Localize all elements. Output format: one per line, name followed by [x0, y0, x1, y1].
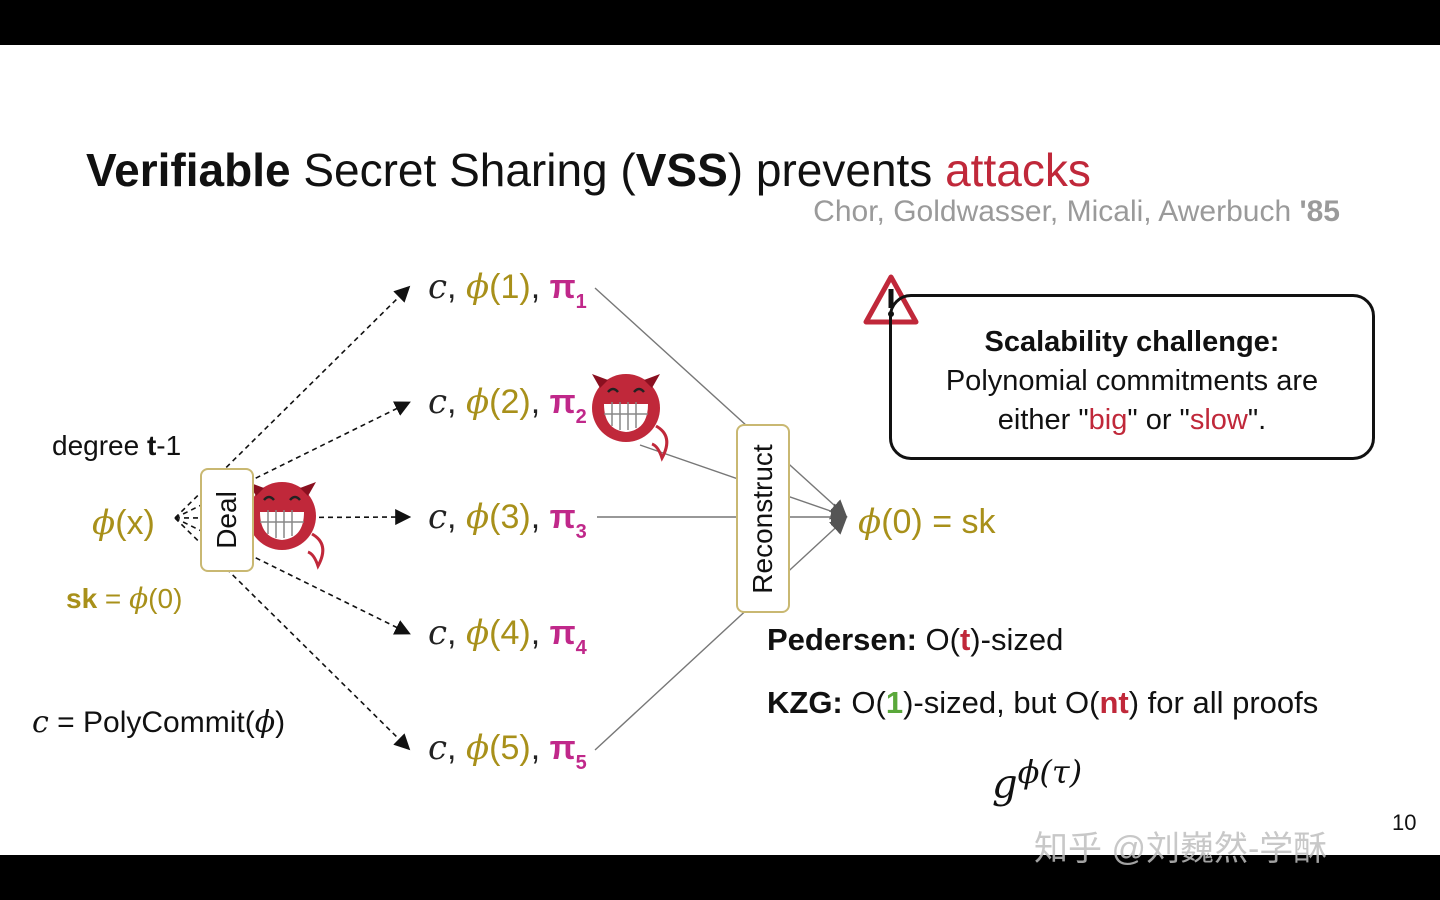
share-2: c, ϕ(2), π2 [428, 382, 587, 428]
slide: Verifiable Secret Sharing (VSS) prevents… [0, 45, 1440, 868]
deal-label: Deal [211, 491, 242, 549]
result-label: ϕ(0) = sk [858, 502, 996, 542]
share-proof: π5 [549, 729, 587, 774]
reconstruct-box: Reconstruct [736, 424, 790, 613]
callout-line1: Polynomial commitments are [945, 365, 1319, 397]
polynomial-label: ϕ(x) [92, 503, 155, 543]
share-proof: π3 [549, 498, 587, 543]
kzg-formula: gϕ(τ) [992, 753, 1083, 808]
page-number: 10 [1392, 810, 1417, 835]
watermark: 知乎 @刘巍然-学酥 [1034, 830, 1328, 868]
scalability-callout: Scalability challenge: Polynomial commit… [889, 294, 1375, 460]
callout-line2: either "big" or "slow". [997, 404, 1267, 436]
commitment-definition: c = PolyCommit(ϕ) [32, 705, 286, 740]
share-commitment: c [428, 613, 448, 653]
share-proof: π4 [549, 614, 587, 659]
degree-label: degree t-1 [52, 430, 182, 461]
devil-icon [248, 482, 325, 570]
share-commitment: c [428, 497, 448, 537]
reconstruct-label: Reconstruct [747, 443, 778, 594]
share-commitment: c [428, 382, 448, 422]
citation: Chor, Goldwasser, Micali, Awerbuch '85 [813, 195, 1340, 228]
reconstruct-lines [594, 287, 848, 751]
share-commitment: c [428, 267, 448, 307]
share-3: c, ϕ(3), π3 [428, 497, 587, 543]
secret-key-label: sk = ϕ(0) [66, 582, 183, 615]
share-commitment: c [428, 728, 448, 768]
deal-box: Deal [200, 468, 254, 572]
share-proof: π2 [549, 383, 587, 428]
devil-icon [592, 374, 669, 462]
slide-title: Verifiable Secret Sharing (VSS) prevents… [86, 144, 1091, 196]
share-4: c, ϕ(4), π4 [428, 613, 587, 659]
share-1: c, ϕ(1), π1 [428, 267, 587, 313]
kzg-line: KZG: O(1)-sized, but O(nt) for all proof… [767, 685, 1319, 720]
share-proof: π1 [549, 268, 587, 313]
pedersen-line: Pedersen: O(t)-sized [767, 622, 1064, 657]
share-5: c, ϕ(5), π5 [428, 728, 587, 774]
callout-heading: Scalability challenge: [984, 326, 1280, 358]
